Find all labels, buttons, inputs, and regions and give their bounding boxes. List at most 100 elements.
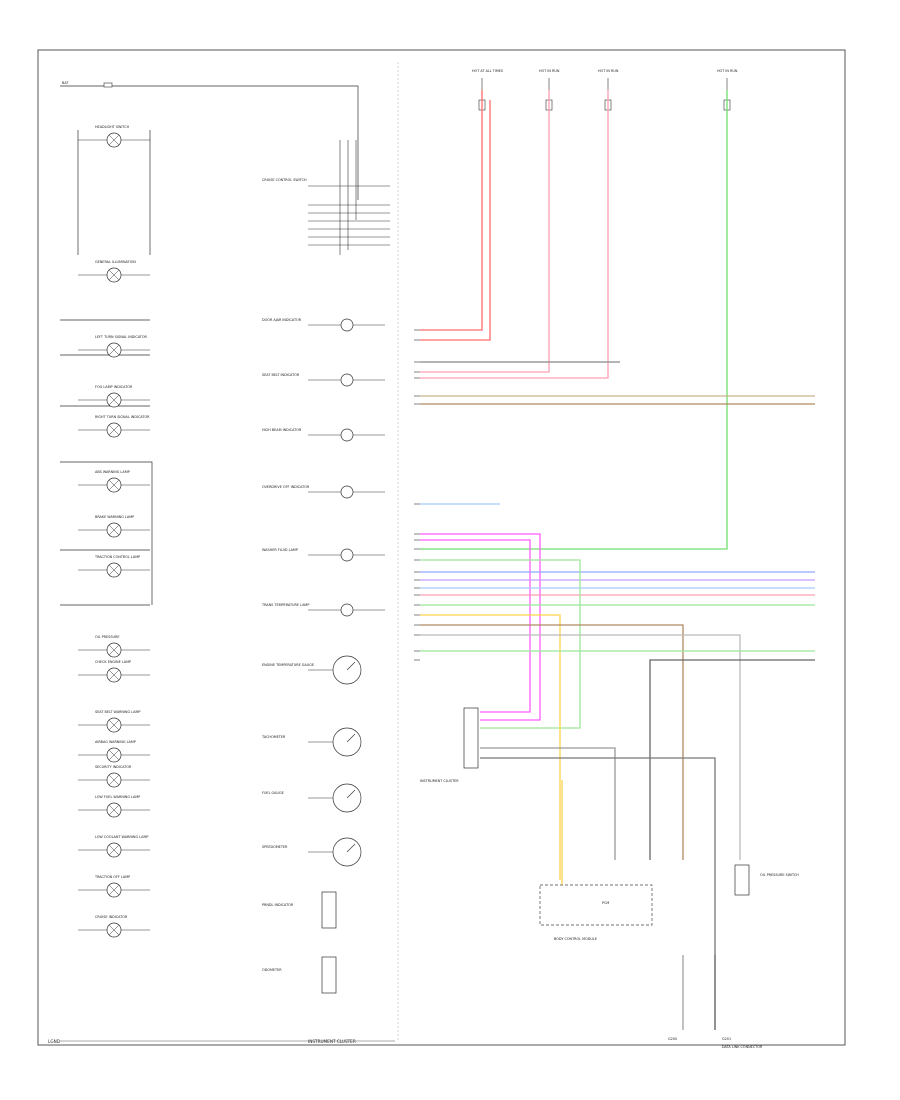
lamp-label: RIGHT TURN SIGNAL INDICATOR [95,415,150,419]
cluster-item-label: WASHER FLUID LAMP [262,548,298,552]
cluster-item: HIGH BEAM INDICATOR [262,428,385,442]
wire-dark [649,659,815,860]
lamp-indicator: TRACTION OFF LAMP [78,875,150,898]
lamp-indicator: RIGHT TURN SIGNAL INDICATOR [78,415,150,438]
cluster-item-label: OVERDRIVE OFF INDICATOR [262,485,310,489]
lamp-indicator: SECURITY INDICATOR [78,765,150,788]
cluster-item-label: ENGINE TEMPERATURE GAUGE [262,663,314,667]
cluster-item-label: SPEEDOMETER [262,845,288,849]
body-control-label: BODY CONTROL MODULE [554,937,597,941]
lamp-indicator: GENERAL ILLUMINATION [78,260,150,283]
lamp-indicator: ABS WARNING LAMP [78,470,150,493]
top-fuse-group: HOT AT ALL TIMES HOT IN RUN HOT IN RUN HOT … [472,69,738,111]
wire-gray-2 [420,634,741,860]
lamp-indicator: LOW COOLANT WARNING LAMP [78,835,150,858]
diagram-border [37,49,846,1046]
cluster-item: OVERDRIVE OFF INDICATOR [262,485,385,499]
fuse-link [103,82,113,88]
colored-wires [420,90,815,1030]
lamp-indicator: CRUISE INDICATOR [78,915,150,938]
top-bus-label: BAT [62,81,69,85]
lamp-label: SECURITY INDICATOR [95,765,132,769]
fuse-label: HOT IN RUN [598,69,619,73]
fuse-label: HOT AT ALL TIMES [472,69,503,73]
oil-switch-label: OIL PRESSURE SWITCH [760,873,799,877]
cluster-item-label: PRNDL INDICATOR [262,903,294,907]
lamp-label: LOW FUEL WARNING LAMP [95,795,140,799]
lamp-indicator: BRAKE WARNING LAMP [78,515,150,538]
wire-magenta [420,533,541,721]
fuse-header: HOT AT ALL TIMES [472,69,503,111]
right-ground-label: G201 [722,1037,731,1041]
lamp-label: ABS WARNING LAMP [95,470,130,474]
lamp-label: GENERAL ILLUMINATION [95,260,136,264]
wire-gray-4 [480,757,716,1030]
lamp-label: OIL PRESSURE [95,635,119,639]
cluster-item-label: TACHOMETER [261,735,286,739]
wire-brown-2 [420,624,684,860]
lamp-label: SEAT BELT WARNING LAMP [95,710,140,714]
connector-pin-group [414,329,420,661]
lamp-label: CRUISE INDICATOR [95,915,128,919]
cluster-item-label: CRUISE CONTROL SWITCH [262,178,307,182]
cluster-item: PRNDL INDICATOR [262,891,337,929]
lamp-label: LOW COOLANT WARNING LAMP [95,835,148,839]
cluster-item: FUEL GAUGE [262,783,362,813]
cluster-item: ENGINE TEMPERATURE GAUGE [262,655,362,685]
cluster-item-label: DOOR AJAR INDICATOR [262,318,302,322]
cluster-item: ODOMETER [262,956,337,994]
left-ground-label: G200 [668,1037,677,1041]
wire-red-2 [420,100,491,341]
cluster-item: DOOR AJAR INDICATOR [262,318,385,332]
lamp-label: HEADLIGHT SWITCH [95,125,130,129]
lamp-label: TRACTION CONTROL LAMP [94,555,140,559]
cluster-item-label: ODOMETER [262,968,282,972]
footer-title: INSTRUMENT CLUSTER [308,1039,356,1044]
middle-item-group: CRUISE CONTROL SWITCH DOOR AJAR INDICATOR… [261,178,385,994]
cluster-item-label: HIGH BEAM INDICATOR [262,428,302,432]
lamp-indicator: AIRBAG WARNING LAMP [78,740,150,763]
lamp-label: FOG LAMP INDICATOR [95,385,133,389]
lamp-indicator: CHECK ENGINE LAMP [78,660,150,683]
wire-orange [420,614,561,880]
cluster-item: TRANS TEMPERATURE LAMP [261,603,385,617]
lamp-indicator: LOW FUEL WARNING LAMP [78,795,150,818]
lamp-indicator: OIL PRESSURE [78,635,150,658]
left-bus [60,85,359,606]
wire-red [420,90,483,331]
wire-green [420,90,728,550]
lamp-indicator: HEADLIGHT SWITCH [78,125,150,148]
data-link-label: DATA LINK CONNECTOR [722,1045,763,1049]
body-control-module [539,884,653,926]
cluster-item-label: TRANS TEMPERATURE LAMP [261,603,309,607]
lamp-label: BRAKE WARNING LAMP [95,515,134,519]
wire-pink-2 [420,90,609,379]
cluster-item: SEAT BELT INDICATOR [262,373,385,387]
cluster-item: TACHOMETER [261,727,362,757]
cluster-connector-label: INSTRUMENT CLUSTER [420,779,459,783]
lamp-indicator: TRACTION CONTROL LAMP [78,555,150,578]
fuse-label: HOT IN RUN [717,69,738,73]
cluster-item-label: FUEL GAUGE [262,791,284,795]
wire-pink [420,90,550,373]
cluster-item: CRUISE CONTROL SWITCH [262,178,307,182]
switch-block [308,140,390,255]
lamp-indicator: SEAT BELT WARNING LAMP [78,710,150,733]
lamp-label: LEFT TURN SIGNAL INDICATOR [95,335,148,339]
lamp-label: TRACTION OFF LAMP [94,875,130,879]
cluster-item: WASHER FLUID LAMP [262,548,385,562]
left-lamp-group: HEADLIGHT SWITCH GENERAL ILLUMINATION LEFT… [78,125,150,938]
lamp-label: AIRBAG WARNING LAMP [95,740,136,744]
cluster-connector [463,707,479,769]
wire-gray-3 [480,747,616,860]
ground-wires [682,955,716,1030]
fuse-label: HOT IN RUN [539,69,560,73]
lamp-indicator: FOG LAMP INDICATOR [78,385,150,408]
footer-left-label: LGND [48,1039,60,1044]
cluster-item: SPEEDOMETER [262,837,362,867]
cluster-item-label: SEAT BELT INDICATOR [262,373,300,377]
wire-magenta-2 [420,539,531,713]
oil-pressure-switch [734,864,750,896]
pcm-label: PCM [602,901,609,905]
